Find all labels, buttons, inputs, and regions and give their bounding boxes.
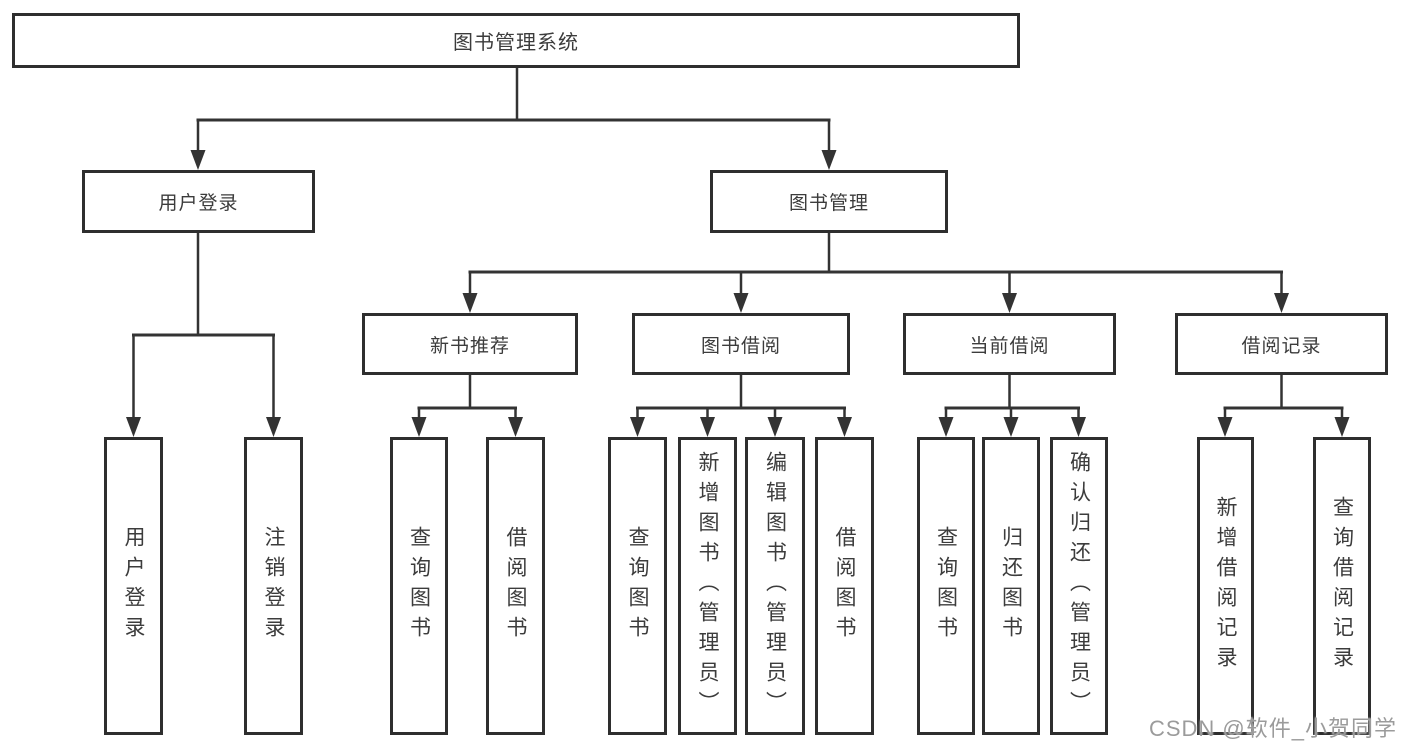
watermark: CSDN @软件_小贺同学 bbox=[1148, 716, 1397, 741]
node-new-book-recommend: 新书推荐 bbox=[362, 313, 578, 375]
leaf-query-borrow-record: 查询借阅记录 bbox=[1313, 437, 1371, 735]
leaf-query-borrow-record-label: 查询借阅记录 bbox=[1330, 496, 1354, 676]
leaf-borrow-books-label: 借阅图书 bbox=[504, 526, 527, 646]
leaf-add-borrow-record-label: 新增借阅记录 bbox=[1214, 496, 1237, 676]
leaf-confirm-return-admin-label: 确认归还（管理员） bbox=[1067, 451, 1091, 721]
leaf-query-books-label: 查询图书 bbox=[407, 526, 431, 646]
leaf-borrow-books: 借阅图书 bbox=[486, 437, 545, 735]
leaf-logout: 注销登录 bbox=[244, 437, 303, 735]
leaf-return-books-label: 归还图书 bbox=[999, 526, 1023, 646]
leaf-query-books-3: 查询图书 bbox=[917, 437, 975, 735]
leaf-query-books-2-label: 查询图书 bbox=[626, 526, 649, 646]
leaf-confirm-return-admin: 确认归还（管理员） bbox=[1050, 437, 1108, 735]
node-book-borrow: 图书借阅 bbox=[632, 313, 850, 375]
node-current-borrow: 当前借阅 bbox=[903, 313, 1116, 375]
node-root: 图书管理系统 bbox=[12, 13, 1020, 68]
leaf-borrow-books-2: 借阅图书 bbox=[815, 437, 874, 735]
node-user-login: 用户登录 bbox=[82, 170, 315, 233]
leaf-edit-book-admin-label: 编辑图书（管理员） bbox=[763, 451, 787, 721]
leaf-user-login-label: 用户登录 bbox=[122, 526, 145, 646]
node-borrow-records: 借阅记录 bbox=[1175, 313, 1388, 375]
node-book-management: 图书管理 bbox=[710, 170, 948, 233]
leaf-borrow-books-2-label: 借阅图书 bbox=[833, 526, 856, 646]
leaf-add-book-admin-label: 新增图书（管理员） bbox=[696, 451, 719, 721]
leaf-return-books: 归还图书 bbox=[982, 437, 1040, 735]
leaf-user-login: 用户登录 bbox=[104, 437, 163, 735]
leaf-query-books-3-label: 查询图书 bbox=[934, 526, 958, 646]
leaf-add-borrow-record: 新增借阅记录 bbox=[1197, 437, 1254, 735]
leaf-logout-label: 注销登录 bbox=[262, 526, 285, 646]
leaf-edit-book-admin: 编辑图书（管理员） bbox=[745, 437, 805, 735]
leaf-query-books: 查询图书 bbox=[390, 437, 448, 735]
leaf-add-book-admin: 新增图书（管理员） bbox=[678, 437, 737, 735]
leaf-query-books-2: 查询图书 bbox=[608, 437, 667, 735]
